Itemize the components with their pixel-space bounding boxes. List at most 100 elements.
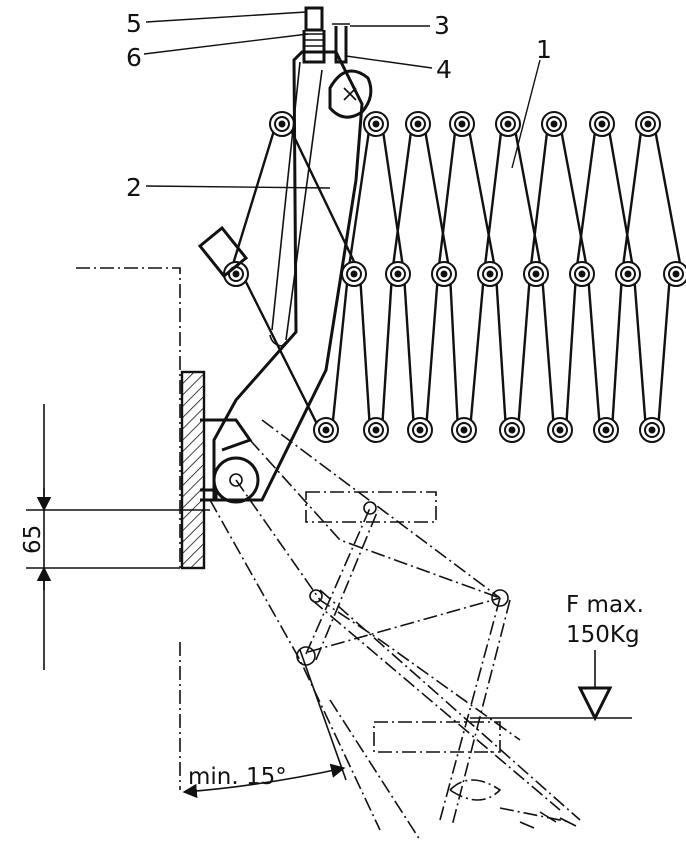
scissor-link	[330, 273, 350, 431]
scissor-link	[228, 123, 278, 275]
frame-outline	[76, 267, 181, 790]
scissor-pin	[504, 120, 512, 128]
scissor-link	[574, 123, 598, 275]
scissor-link	[380, 123, 406, 275]
scissor-link	[380, 273, 394, 431]
scissor-pin	[414, 120, 422, 128]
scissor-link	[516, 273, 532, 431]
scissor-pin	[500, 116, 516, 132]
scissor-link	[424, 273, 440, 431]
scissor-pin	[232, 270, 240, 278]
handle-arm	[197, 6, 373, 504]
scissor-pin	[508, 426, 516, 434]
scissor-pin	[640, 116, 656, 132]
scissor-pin	[574, 266, 590, 282]
scissor-link	[512, 123, 544, 275]
scissor-link	[286, 123, 362, 275]
scissor-link	[390, 123, 414, 275]
open-position-phantom	[209, 419, 581, 841]
scissor-link	[586, 273, 602, 431]
scissor-pin	[368, 116, 384, 132]
scissor-link	[652, 123, 684, 275]
scissor-pin	[668, 266, 684, 282]
scissor-pin	[390, 266, 406, 282]
scissor-pin	[486, 270, 494, 278]
scissor-pin	[620, 266, 636, 282]
callout-1: 1	[536, 35, 552, 64]
scissor-pin	[440, 270, 448, 278]
scissor-link	[494, 273, 508, 431]
scissor-pin	[456, 422, 472, 438]
scissor-pin	[644, 422, 660, 438]
scissor-link	[346, 123, 372, 275]
load-annotation: F max. 150Kg	[470, 592, 644, 722]
scissor-spring-stack	[223, 111, 686, 443]
scissor-pin	[598, 120, 606, 128]
scissor-pin	[556, 426, 564, 434]
scissor-link	[402, 273, 416, 431]
scissor-link	[528, 123, 550, 275]
angle-label: min. 15°	[188, 764, 287, 790]
scissor-pin	[346, 266, 362, 282]
callouts: 5 6 3 4 2 1	[126, 9, 552, 202]
scissor-pin	[274, 116, 290, 132]
scissor-pin	[410, 116, 426, 132]
scissor-link	[620, 123, 644, 275]
scissor-pin	[460, 426, 468, 434]
scissor-pin	[458, 120, 466, 128]
scissor-link	[482, 123, 504, 275]
scissor-pin	[322, 426, 330, 434]
scissor-pin	[648, 426, 656, 434]
scissor-pin	[412, 422, 428, 438]
scissor-link	[606, 123, 636, 275]
load-line-1: F max.	[566, 592, 644, 618]
scissor-pin	[532, 270, 540, 278]
scissor-pin	[372, 426, 380, 434]
callout-4: 4	[436, 55, 452, 84]
scissor-link	[610, 273, 624, 431]
scissor-pin	[624, 270, 632, 278]
scissor-pin	[454, 116, 470, 132]
scissor-pin	[578, 270, 586, 278]
scissor-pin	[278, 120, 286, 128]
scissor-pin	[546, 116, 562, 132]
callout-3: 3	[434, 11, 450, 40]
scissor-link	[468, 273, 486, 431]
scissor-pin	[318, 422, 334, 438]
scissor-link	[656, 273, 672, 431]
scissor-link	[558, 123, 590, 275]
scissor-pin	[436, 266, 452, 282]
scissor-pin	[602, 426, 610, 434]
scissor-pin	[394, 270, 402, 278]
scissor-pin	[598, 422, 614, 438]
scissor-pin	[552, 422, 568, 438]
wall-plate	[180, 370, 206, 570]
scissor-link	[422, 123, 452, 275]
scissor-link	[632, 273, 648, 431]
scissor-pin	[350, 270, 358, 278]
angle-annotation: min. 15°	[182, 649, 347, 799]
dimension-value: 65	[20, 525, 46, 554]
scissor-pin	[672, 270, 680, 278]
scissor-link	[436, 123, 458, 275]
scissor-link	[540, 273, 556, 431]
scissor-pin	[482, 266, 498, 282]
callout-6: 6	[126, 43, 142, 72]
scissor-link	[564, 273, 578, 431]
scissor-link	[466, 123, 498, 275]
scissor-pin	[416, 426, 424, 434]
scissor-pin	[550, 120, 558, 128]
callout-5: 5	[126, 9, 142, 38]
scissor-link	[240, 273, 322, 431]
load-line-2: 150Kg	[566, 622, 640, 648]
scissor-pin	[372, 120, 380, 128]
scissor-pin	[504, 422, 520, 438]
scissor-pin	[644, 120, 652, 128]
dimension-65: 65	[20, 404, 210, 670]
scissor-pin	[594, 116, 610, 132]
scissor-link	[358, 273, 372, 431]
scissor-pin	[528, 266, 544, 282]
scissor-link	[448, 273, 460, 431]
callout-2: 2	[126, 173, 142, 202]
